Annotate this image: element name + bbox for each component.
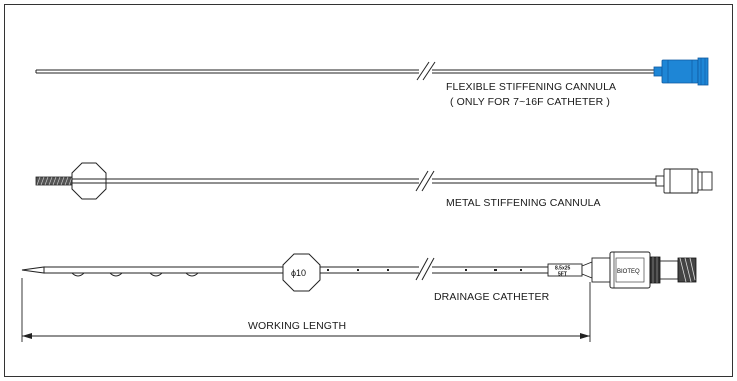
flexible-cannula-note: ( ONLY FOR 7~16F CATHETER ): [450, 96, 610, 108]
diameter-octagon: [282, 253, 321, 292]
blue-luer-hub: [653, 57, 709, 86]
working-length-dimension: WORKING LENGTH: [21, 278, 591, 342]
depth-markers: [327, 269, 522, 271]
diameter-marking: ϕ10: [291, 268, 306, 278]
flexible-cannula-label: FLEXIBLE STIFFENING CANNULA: [446, 81, 616, 93]
drainage-catheter: ϕ10 8.5x25 5FT BIOTEQ DRAINAGE CATHETER: [21, 251, 697, 303]
tapered-tip: [21, 266, 45, 274]
size-marking-top: 8.5x25: [555, 266, 571, 272]
brand-marking: BIOTEQ: [617, 269, 640, 275]
drainage-holes: [71, 272, 199, 277]
size-marking-bottom: 5FT: [558, 272, 567, 278]
drainage-catheter-label: DRAINAGE CATHETER: [434, 291, 550, 303]
flexible-stiffening-cannula: FLEXIBLE STIFFENING CANNULA ( ONLY FOR 7…: [35, 57, 709, 108]
diagram-frame: [4, 4, 733, 377]
metal-cannula-label: METAL STIFFENING CANNULA: [446, 197, 601, 209]
catheter-luer-lock-hub: BIOTEQ: [609, 251, 697, 289]
metal-cannula-hub: [655, 168, 713, 194]
working-length-label: WORKING LENGTH: [248, 320, 346, 332]
metal-stiffening-cannula: METAL STIFFENING CANNULA: [35, 162, 713, 209]
octagon-detail-callout: [71, 162, 107, 200]
